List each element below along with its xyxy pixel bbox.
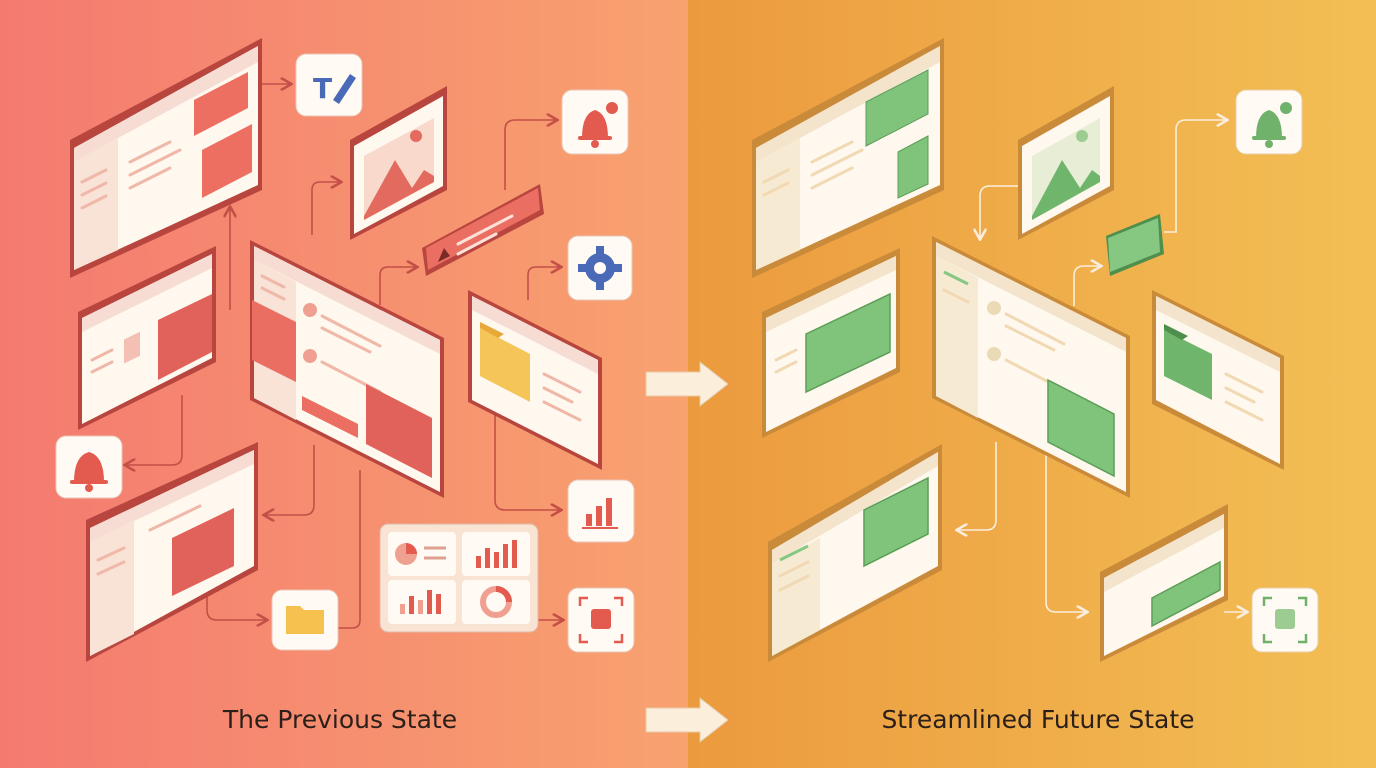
svg-text:T: T	[313, 72, 332, 105]
focus-frame-icon	[1251, 587, 1319, 653]
right-notification-chip	[1106, 214, 1164, 276]
right-folder-window	[1152, 290, 1284, 470]
left-main-window	[250, 240, 444, 498]
right-main-window	[932, 236, 1130, 498]
bell-icon	[55, 435, 123, 499]
left-notification-bar	[422, 184, 544, 276]
bell-icon	[561, 89, 629, 155]
text-edit-icon: T	[295, 53, 363, 117]
right-window-2	[762, 248, 900, 438]
left-window-1	[70, 38, 262, 278]
right-image-card	[1018, 86, 1114, 240]
previous-state-caption: The Previous State	[222, 705, 458, 734]
right-window-4	[1100, 504, 1228, 662]
transition-arrow	[645, 360, 729, 408]
future-state-caption: Streamlined Future State	[881, 705, 1195, 734]
left-window-2	[78, 246, 216, 430]
left-folder-window	[468, 290, 602, 470]
left-image-card	[350, 86, 447, 240]
gear-icon	[567, 235, 633, 301]
right-window-3	[768, 444, 942, 662]
left-window-3	[86, 442, 258, 662]
focus-frame-icon	[567, 587, 635, 653]
caption-arrow	[645, 696, 729, 744]
chart-icon	[567, 479, 635, 543]
left-dashboard	[379, 523, 539, 633]
left-connectors	[126, 84, 562, 629]
bell-icon	[1235, 89, 1303, 155]
right-window-1	[752, 38, 944, 278]
folder-icon	[271, 589, 339, 651]
right-connectors	[958, 120, 1246, 612]
